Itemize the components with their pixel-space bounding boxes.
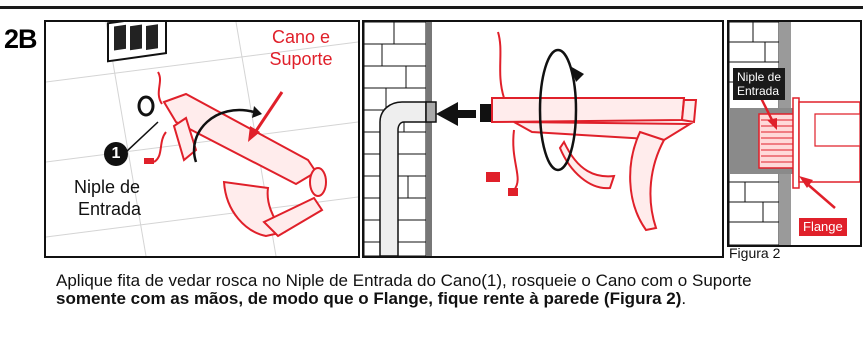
figure-caption: Figura 2 xyxy=(729,245,781,261)
tag-niple: Niple de Entrada xyxy=(733,68,786,100)
top-rule xyxy=(0,6,863,9)
insert-arrow-icon xyxy=(436,102,476,126)
pointer-arrow-icon xyxy=(252,91,284,135)
label-entrada: Entrada xyxy=(78,199,142,219)
rotate-arrow-icon xyxy=(192,108,255,163)
label-niple: Niple de xyxy=(74,177,141,197)
label-cano: Cano e xyxy=(271,27,331,47)
outlet-box-icon xyxy=(107,22,167,105)
faucet-body-icon xyxy=(162,92,327,238)
number-badge: 1 xyxy=(104,142,128,166)
thread-icon xyxy=(758,113,796,169)
faucet-side-icon xyxy=(491,97,698,232)
washer-icon xyxy=(137,95,155,117)
illustration-panel-install: Cano e Suporte 1 Niple de Entrada xyxy=(44,20,360,258)
flange-icon xyxy=(792,97,800,189)
side-view-illustration xyxy=(364,22,698,256)
illustration-panel-section: Niple de Entrada Flange xyxy=(727,20,862,247)
elbow-pipe-icon xyxy=(379,101,437,256)
flange-arrow-icon xyxy=(804,181,836,209)
illustration-panel-side-view xyxy=(362,20,724,258)
label-suporte: Suporte xyxy=(269,49,333,69)
tag-flange: Flange xyxy=(799,218,847,236)
install-illustration xyxy=(46,22,358,256)
instruction-text: Aplique fita de vedar rosca no Niple de … xyxy=(56,271,752,308)
step-label: 2B xyxy=(4,24,38,54)
rotate-ellipse-icon xyxy=(538,48,578,172)
section-illustration xyxy=(729,22,860,245)
